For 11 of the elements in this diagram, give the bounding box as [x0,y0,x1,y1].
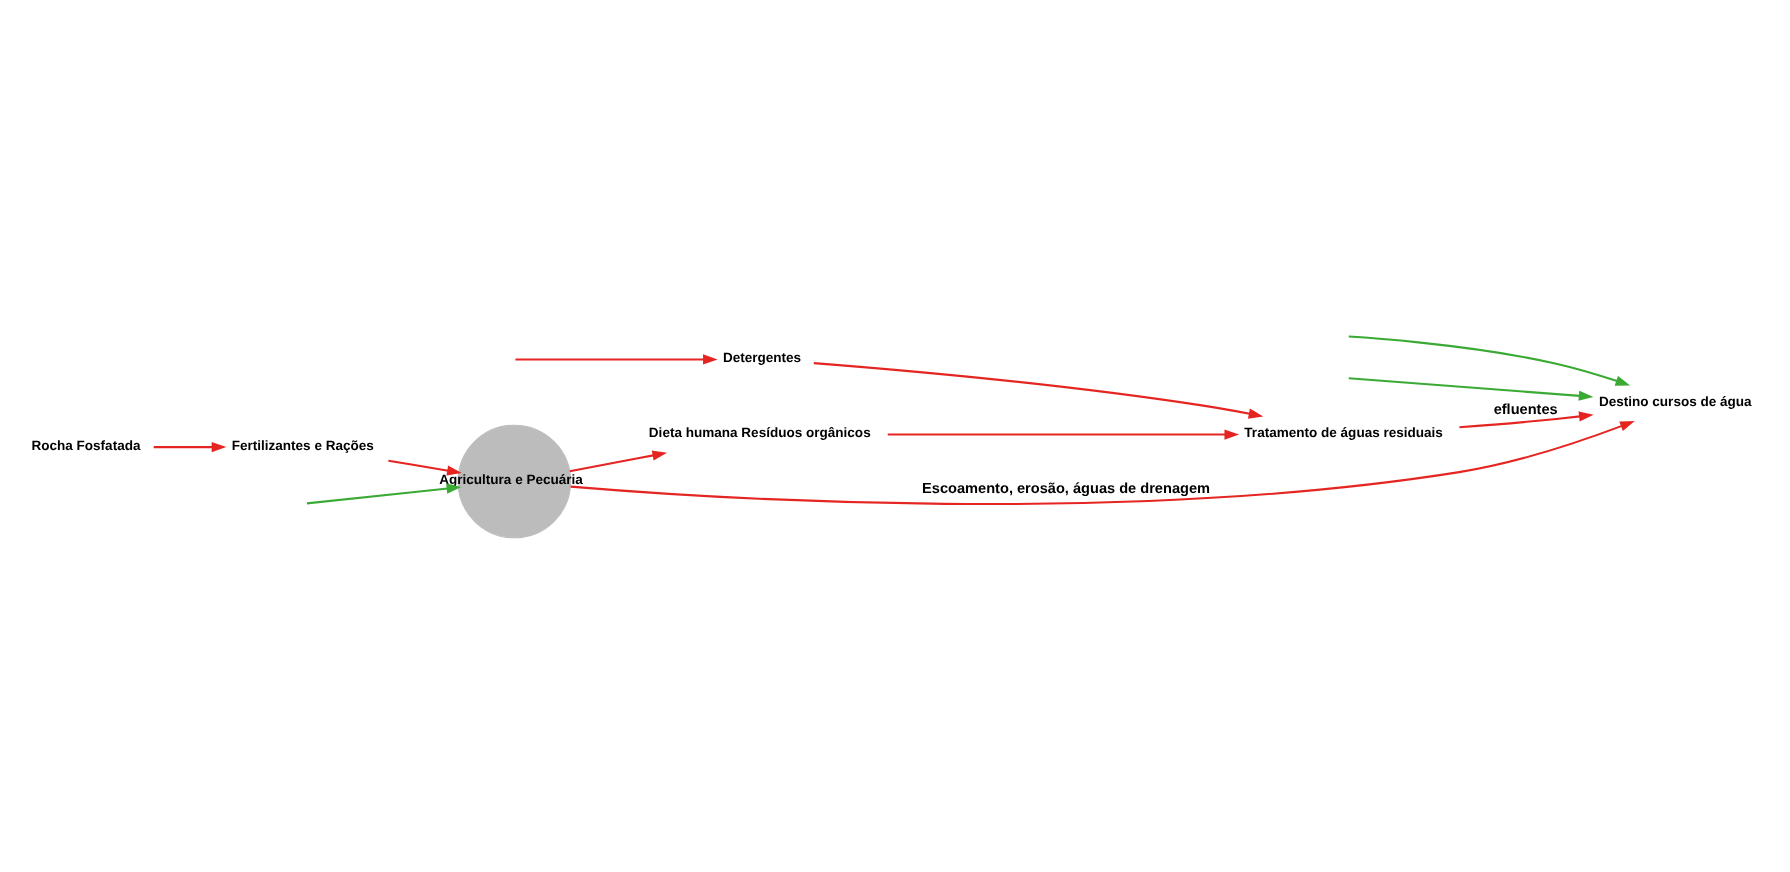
arrow [388,458,462,475]
arrow [813,361,1264,418]
arrow [570,420,1635,504]
arrow [515,353,718,364]
arrow [1459,410,1594,428]
arrow [1348,334,1631,385]
arrow [153,440,227,452]
arrow [887,428,1240,439]
arrow [1348,376,1594,400]
arrow [569,449,668,472]
arrow [306,482,462,504]
